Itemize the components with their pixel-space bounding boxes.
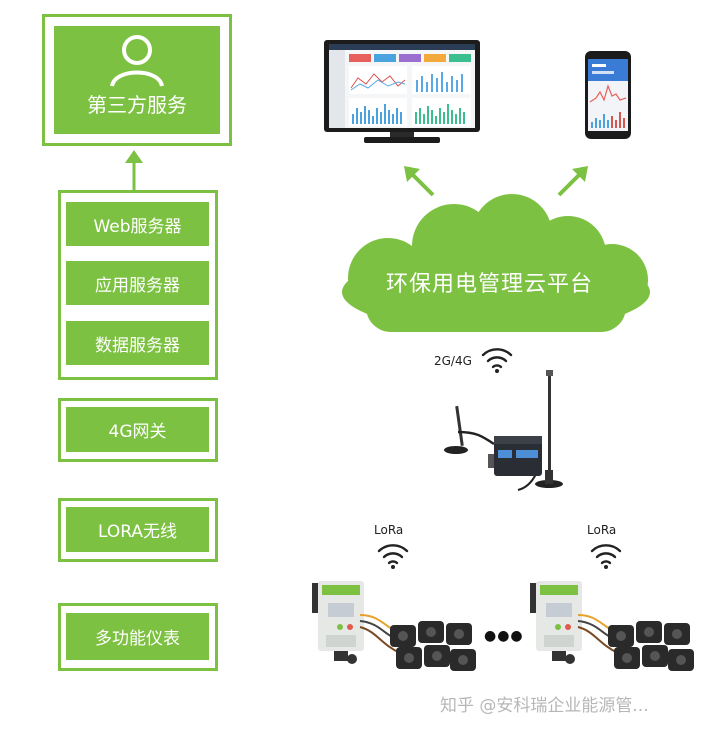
gateway-device-icon bbox=[444, 370, 563, 491]
arrow-to-monitor-icon bbox=[404, 166, 435, 197]
third-party-service-box: 第三方服务 bbox=[54, 26, 220, 134]
app-server-box: 应用服务器 bbox=[66, 261, 209, 305]
cellular-label: 2G/4G bbox=[434, 354, 472, 368]
gateway-box: 4G网关 bbox=[66, 407, 209, 452]
cloud-shape bbox=[342, 194, 650, 332]
meter-box: 多功能仪表 bbox=[66, 613, 209, 660]
meter-group-right-icon bbox=[530, 581, 694, 671]
lora-right-label: LoRa bbox=[587, 523, 617, 537]
user-icon bbox=[110, 35, 164, 87]
cloud-platform-label: 环保用电管理云平台 bbox=[386, 272, 594, 297]
arrow-to-phone-icon bbox=[557, 166, 588, 197]
desktop-monitor-icon bbox=[324, 40, 480, 143]
gateway-label: 4G网关 bbox=[108, 422, 167, 442]
lora-left-wifi-icon bbox=[377, 544, 409, 569]
web-server-box: Web服务器 bbox=[66, 202, 209, 246]
meter-group-left-icon bbox=[312, 581, 476, 671]
app-server-label: 应用服务器 bbox=[95, 275, 180, 296]
lora-box: LORA无线 bbox=[66, 507, 209, 552]
lora-right-wifi-icon bbox=[590, 544, 622, 569]
third-party-label: 第三方服务 bbox=[87, 93, 187, 117]
up-arrow-icon bbox=[125, 150, 143, 192]
lora-left-label: LoRa bbox=[374, 523, 404, 537]
web-server-label: Web服务器 bbox=[93, 216, 182, 237]
ellipsis-dots: ●●● bbox=[484, 628, 524, 644]
data-server-label: 数据服务器 bbox=[95, 335, 180, 356]
lora-label: LORA无线 bbox=[98, 522, 177, 542]
data-server-box: 数据服务器 bbox=[66, 321, 209, 365]
smartphone-icon bbox=[585, 51, 631, 139]
watermark-text: 知乎 @安科瑞企业能源管... bbox=[440, 696, 649, 716]
meter-label: 多功能仪表 bbox=[95, 629, 180, 649]
wifi-icon bbox=[481, 348, 513, 373]
